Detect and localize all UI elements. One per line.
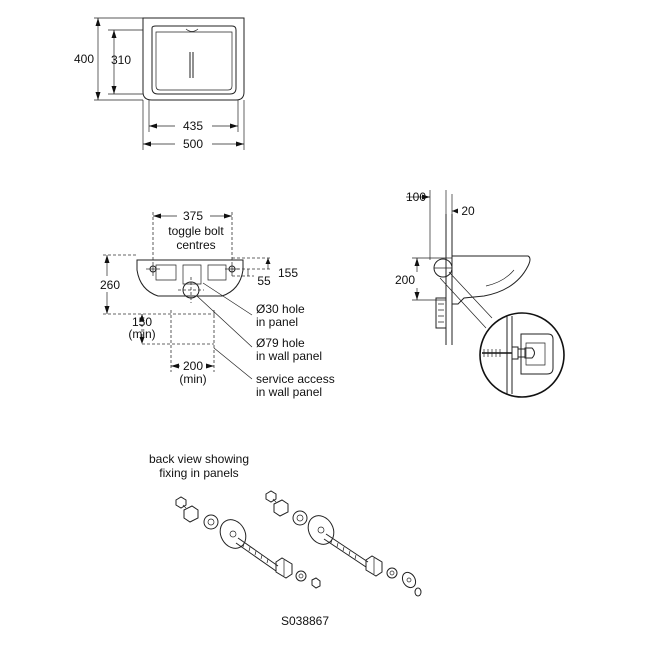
service-line1: service access (256, 372, 335, 386)
front-view: 375 toggle bolt centres 260 155 55 (100, 209, 335, 399)
dimension-width-outer: 500 (142, 100, 245, 151)
toggle-bolt-left (146, 262, 160, 276)
dimension-access-vertical: 150 (min) (128, 314, 156, 344)
basin-top-outline (142, 17, 245, 101)
detail-circle (479, 312, 565, 398)
basin-side-profile (433, 255, 531, 329)
waste-hole-79 (178, 277, 204, 303)
fixings-caption-line1: back view showing (149, 452, 249, 466)
hole-79-line2: in wall panel (256, 349, 322, 363)
fixings-view: back view showing fixing in panels (149, 452, 422, 597)
bolt-spacing-label: 375 (183, 209, 203, 223)
wall-panel (445, 214, 453, 345)
height-inner-label: 310 (111, 53, 131, 67)
top-view: 400 310 435 500 (74, 17, 245, 151)
fixing-kit-left (175, 496, 321, 589)
service-access-area (141, 310, 215, 372)
callout-leaders (196, 282, 253, 380)
dim-55-label: 55 (257, 274, 271, 288)
bolt-caption-line1: toggle bolt (168, 224, 224, 238)
dimension-100: 100 (406, 190, 447, 260)
dimension-height-outer: 400 (74, 17, 143, 101)
dimension-20: 20 (451, 194, 475, 218)
height-outer-label: 400 (74, 52, 94, 66)
access-horizontal-label: 200 (183, 359, 203, 373)
reference-code: S038867 (281, 614, 329, 628)
dim-20-label: 20 (461, 204, 475, 218)
dimension-access-horizontal: 200 (min) (171, 359, 214, 386)
dimension-height-260: 260 (100, 254, 215, 315)
access-vertical-label: 150 (132, 315, 152, 329)
access-vertical-note: (min) (128, 327, 155, 341)
dim-100-label: 100 (406, 190, 426, 204)
detail-leader (439, 271, 493, 329)
dimension-height-inner: 310 (108, 29, 143, 95)
access-horizontal-note: (min) (179, 372, 206, 386)
service-line2: in wall panel (256, 385, 322, 399)
dimension-200: 200 (395, 257, 452, 301)
fixing-kit-right (265, 490, 422, 597)
dim-155-label: 155 (278, 266, 298, 280)
hole-30-line2: in panel (256, 315, 298, 329)
hole-79-line1: Ø79 hole (256, 336, 305, 350)
hole-30-line1: Ø30 hole (256, 302, 305, 316)
bolt-caption-line2: centres (176, 238, 215, 252)
dim-200-label: 200 (395, 273, 415, 287)
height-260-label: 260 (100, 278, 120, 292)
dimension-bolt-spacing: 375 toggle bolt centres (152, 209, 233, 262)
dimension-width-inner: 435 (148, 100, 239, 133)
dimension-155-55: 155 55 (232, 257, 298, 288)
fixings-caption-line2: fixing in panels (159, 466, 238, 480)
width-inner-label: 435 (183, 119, 203, 133)
basin-front-outline (136, 259, 244, 297)
side-view: 100 20 200 (395, 190, 565, 398)
callout-labels: Ø30 hole in panel Ø79 hole in wall panel… (256, 302, 335, 399)
width-outer-label: 500 (183, 137, 203, 151)
